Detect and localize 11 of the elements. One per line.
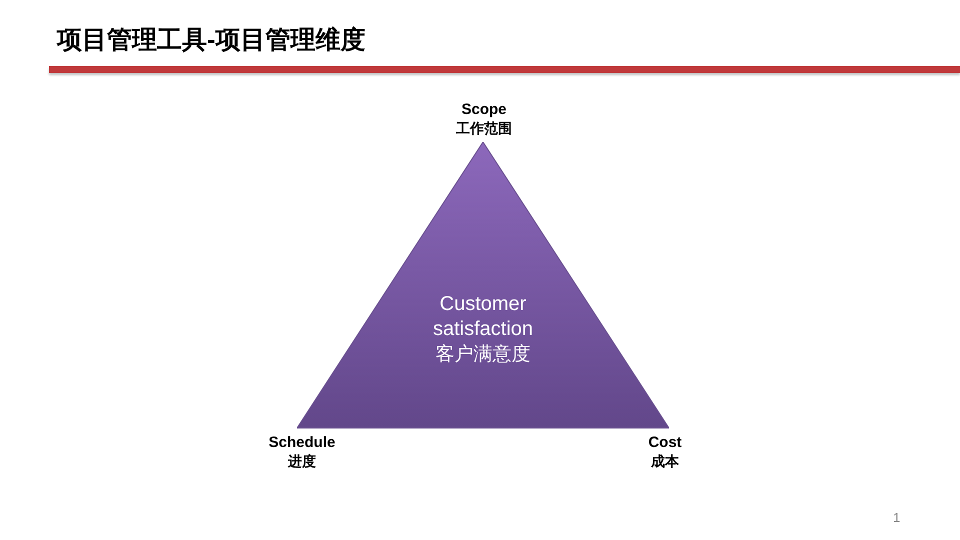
center-text: 客户满意度 <box>436 343 530 367</box>
slide-title: 项目管理工具-项目管理维度 <box>57 28 366 53</box>
triangle <box>297 142 669 429</box>
vertex-label: Scope <box>461 100 506 119</box>
vertex-label: Schedule <box>268 433 336 452</box>
vertex-label: Cost <box>648 433 682 452</box>
center-text: Customer satisfaction <box>432 292 534 342</box>
vertex-label: 成本 <box>651 452 679 471</box>
page-number: 1 <box>893 509 900 527</box>
vertex-label: 进度 <box>288 452 316 471</box>
vertex-label: 工作范围 <box>456 119 512 138</box>
